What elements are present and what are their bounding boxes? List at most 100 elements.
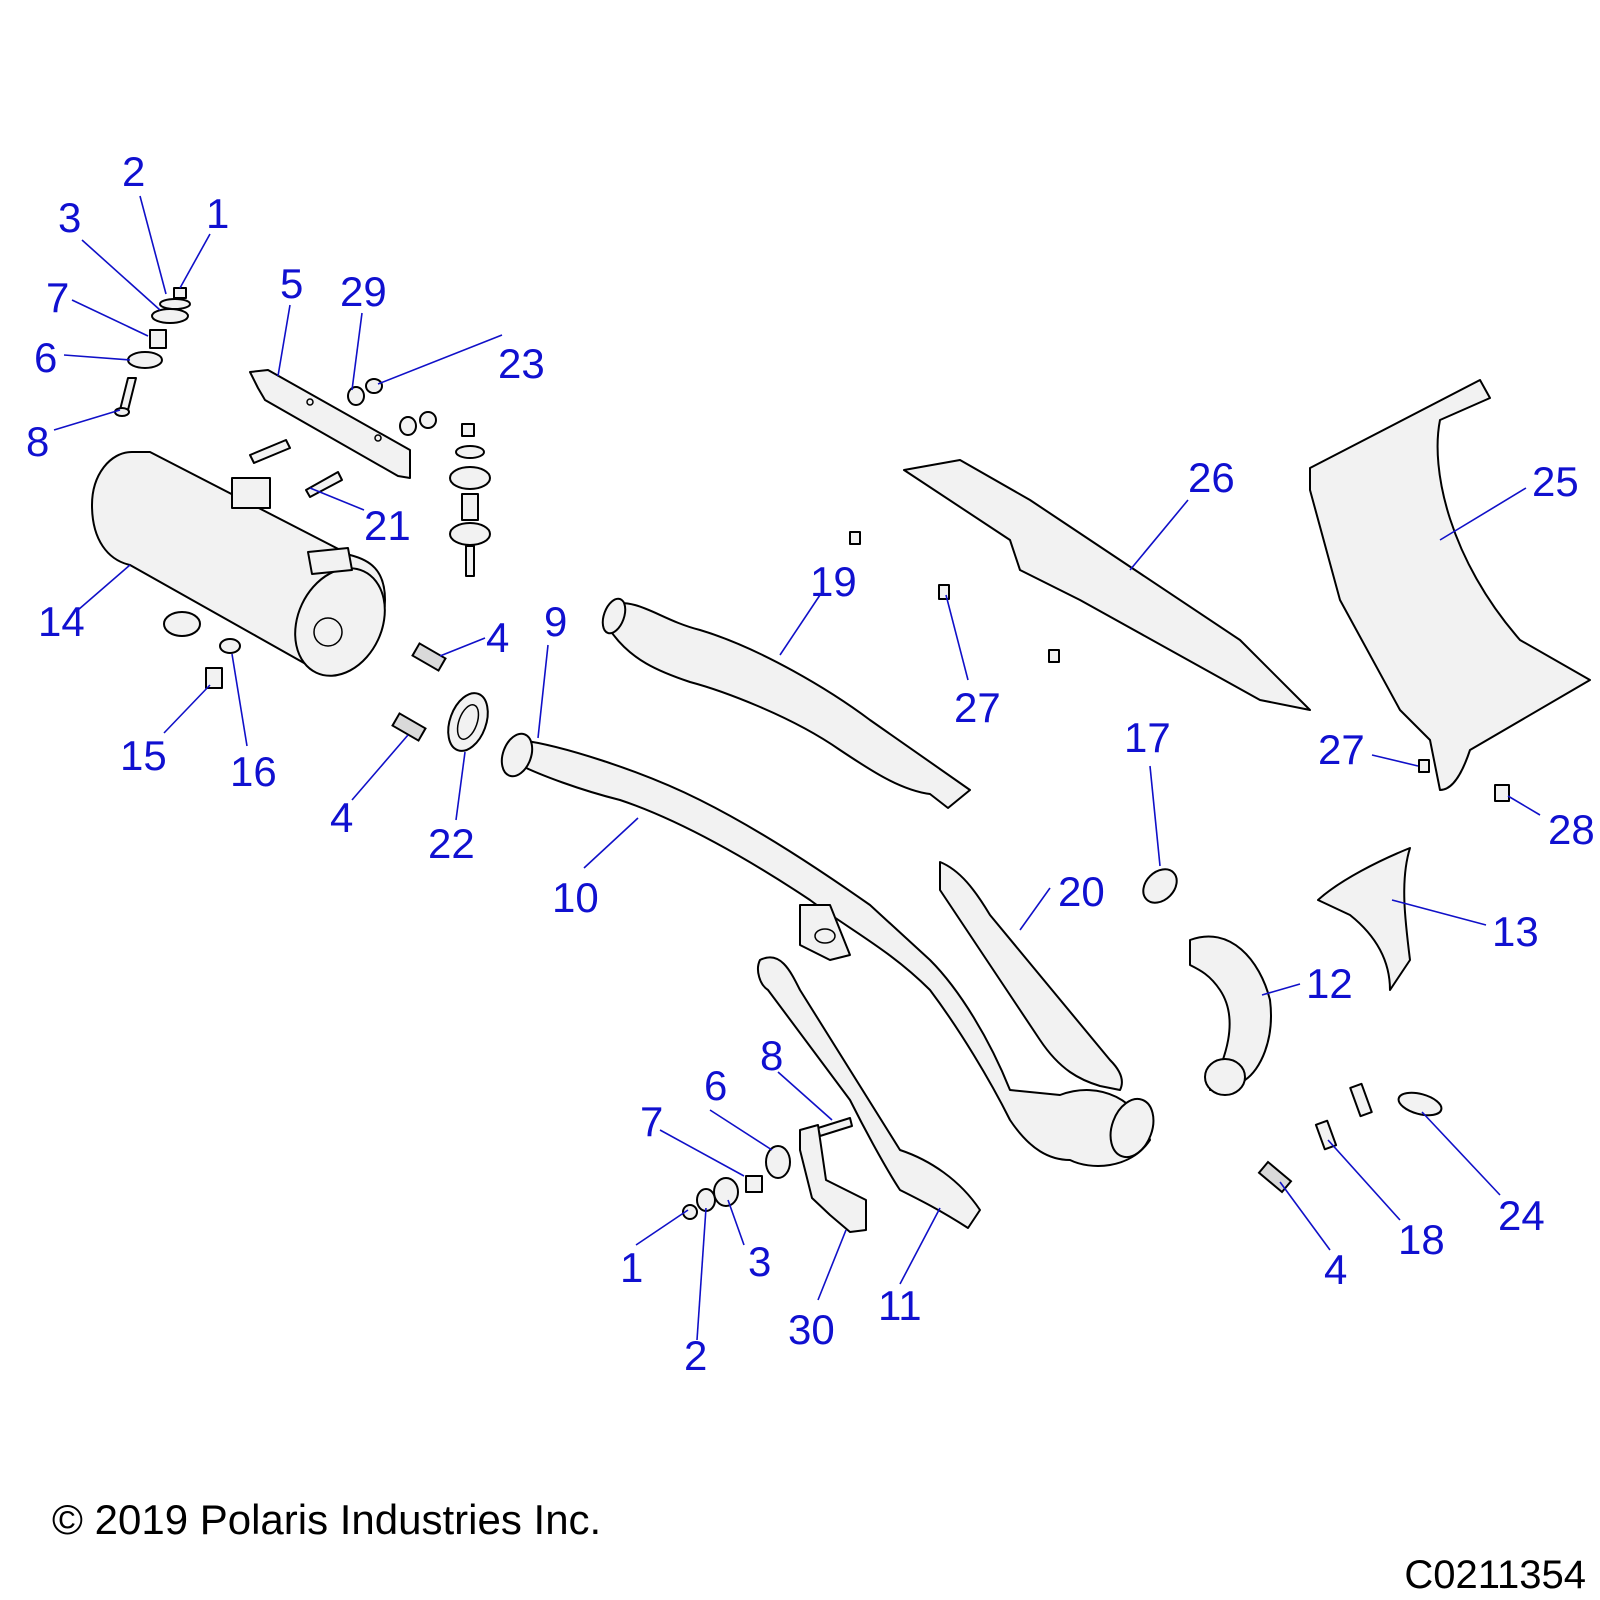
callout-28: 28 — [1548, 806, 1595, 853]
callout-8-top: 8 — [26, 418, 49, 465]
callout-4-lower: 4 — [1324, 1246, 1347, 1293]
pipe-10-outlet — [1109, 1097, 1155, 1159]
callout-12: 12 — [1306, 960, 1353, 1007]
callout-2-lower: 2 — [684, 1332, 707, 1379]
clip-28 — [1494, 784, 1510, 802]
bolt-27b — [1048, 649, 1060, 663]
callout-20: 20 — [1058, 868, 1105, 915]
stack-grommet-bottom — [449, 522, 491, 546]
upper-mount-hardware — [114, 287, 191, 417]
bushing-7 — [149, 329, 167, 349]
grommet-6 — [127, 351, 163, 369]
callout-24: 24 — [1498, 1192, 1545, 1239]
bracket-5-hole — [306, 398, 314, 406]
callout-4-left: 4 — [330, 794, 353, 841]
callout-25: 25 — [1532, 458, 1579, 505]
elbow-pipe-12-outlet — [1204, 1058, 1246, 1096]
stack-washer — [455, 445, 485, 459]
callout-7-lower: 7 — [640, 1098, 663, 1145]
callout-4-upper: 4 — [486, 614, 509, 661]
nut-1b — [682, 1204, 698, 1220]
nut-23 — [365, 378, 383, 394]
callout-27-right: 27 — [1318, 726, 1365, 773]
washer-3b — [713, 1177, 739, 1207]
bolt-8b — [817, 1117, 853, 1137]
pipe-10 — [519, 739, 1151, 1167]
spring-4a — [411, 642, 447, 672]
nut-1 — [173, 287, 187, 299]
bolt-19 — [849, 531, 861, 545]
muffler-bracket — [231, 477, 271, 509]
stud-18a — [1349, 1082, 1373, 1118]
pipe-10-inlet — [500, 732, 534, 778]
bolt-8 — [119, 377, 137, 411]
callout-8-lower: 8 — [760, 1032, 783, 1079]
heat-shield-25 — [1309, 379, 1591, 791]
callout-15: 15 — [120, 732, 167, 779]
washer-29b — [399, 416, 417, 436]
isolator-stack — [449, 423, 491, 577]
heat-shield-19 — [609, 602, 971, 809]
pipe-10-bracket — [799, 904, 851, 961]
bracket-5 — [249, 369, 411, 479]
washer-2 — [159, 298, 191, 310]
bracket-5-hole-2 — [374, 434, 382, 442]
stack-bolt — [465, 545, 475, 577]
callout-22: 22 — [428, 820, 475, 867]
callout-27-mid: 27 — [954, 684, 1001, 731]
callout-29: 29 — [340, 268, 387, 315]
callout-3-lower: 3 — [748, 1238, 771, 1285]
bushing-7b — [745, 1175, 763, 1193]
grommet-6b — [765, 1145, 791, 1179]
callout-19: 19 — [810, 558, 857, 605]
muffler-clip — [307, 547, 353, 575]
heat-shield-26 — [903, 459, 1311, 711]
gasket-22-inner — [456, 704, 480, 740]
nut-23b — [419, 411, 437, 429]
stack-sleeve — [461, 493, 479, 521]
callout-3-top: 3 — [58, 194, 81, 241]
callout-5: 5 — [280, 260, 303, 307]
spring-4b — [391, 712, 427, 742]
heat-shield-19-end — [601, 597, 627, 635]
callout-9: 9 — [544, 598, 567, 645]
leader-lines — [53, 195, 1541, 1341]
pipe-10-bracket-hole — [814, 928, 836, 944]
spring-4c — [1257, 1160, 1293, 1194]
callout-11: 11 — [878, 1282, 922, 1329]
stack-grommet-top — [449, 466, 491, 490]
callout-13: 13 — [1492, 908, 1539, 955]
callout-17: 17 — [1124, 714, 1171, 761]
stud-18b — [1314, 1119, 1338, 1151]
gasket-17 — [1142, 868, 1178, 904]
callout-26: 26 — [1188, 454, 1235, 501]
callout-1-lower: 1 — [620, 1244, 643, 1291]
callout-21: 21 — [364, 502, 411, 549]
gasket-22 — [447, 692, 489, 752]
callout-6-lower: 6 — [704, 1062, 727, 1109]
muffler-inlet — [163, 611, 201, 637]
callout-7-top: 7 — [46, 274, 69, 321]
callout-6-top: 6 — [34, 334, 57, 381]
washer-2b — [696, 1188, 716, 1212]
callout-labels: 2 1 3 7 6 8 5 29 23 21 14 4 15 1 6 4 22 9… — [26, 148, 1595, 1379]
bolt-27a — [938, 584, 950, 600]
callout-14: 14 — [38, 598, 85, 645]
bolt-8-head — [114, 407, 130, 417]
bolt-21a — [249, 439, 291, 464]
drawing-number: C0211354 — [1404, 1553, 1586, 1597]
washer-3 — [151, 308, 189, 324]
callout-1-top: 1 — [206, 190, 229, 237]
heat-shield-20 — [939, 861, 1123, 1091]
stack-nut — [461, 423, 475, 437]
callout-23: 23 — [498, 340, 545, 387]
clamp-24 — [1397, 1091, 1443, 1117]
plug-16 — [219, 638, 241, 654]
washer-29 — [347, 386, 365, 406]
callout-10: 10 — [552, 874, 599, 921]
copyright-notice: © 2019 Polaris Industries Inc. — [52, 1496, 601, 1543]
muffler-14 — [91, 451, 386, 677]
callout-30: 30 — [788, 1306, 835, 1353]
callout-18: 18 — [1398, 1216, 1445, 1263]
